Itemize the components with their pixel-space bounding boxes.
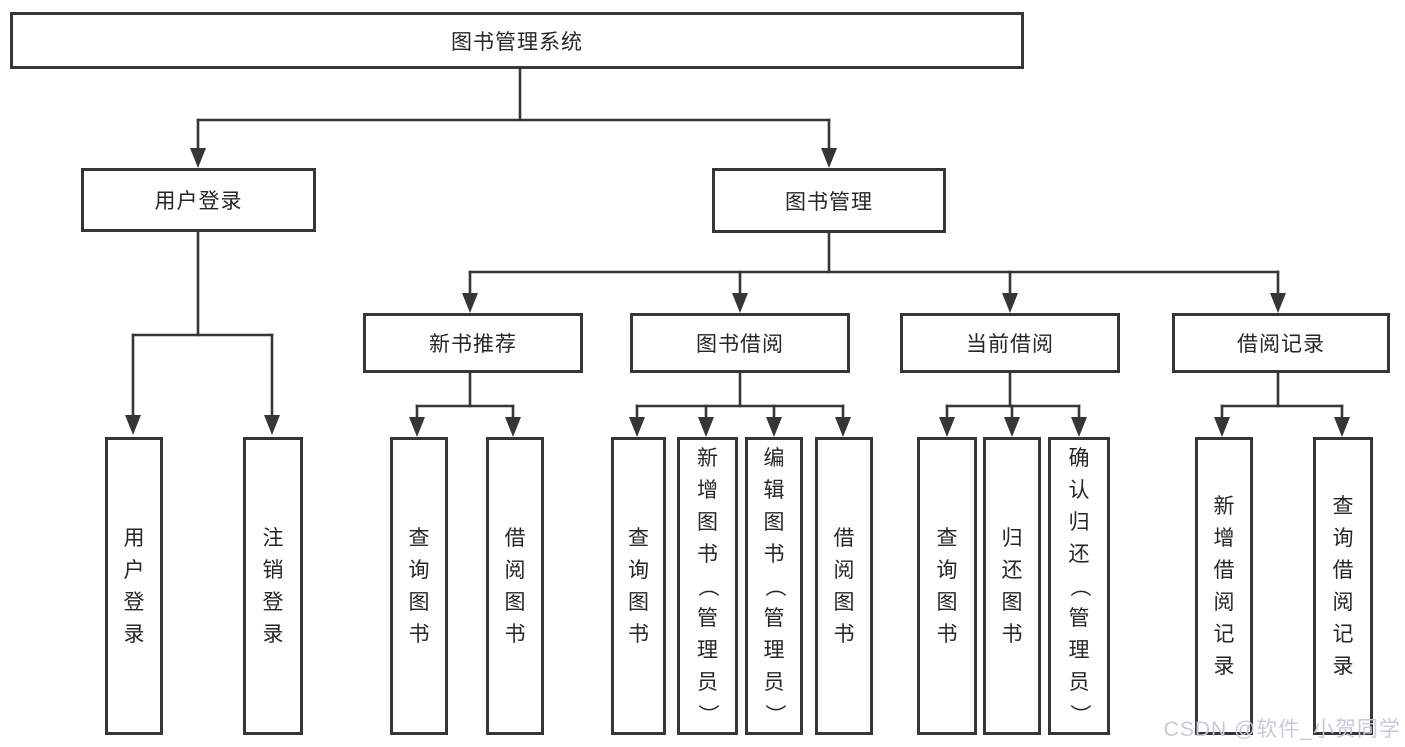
leaf-user-login: 用户登录	[105, 437, 163, 735]
node-root-label: 图书管理系统	[451, 30, 583, 54]
leaf-borrow-books-newrec-label: 借阅图书	[504, 526, 526, 646]
leaf-logout-label: 注销登录	[262, 526, 284, 646]
leaf-query-books-newrec-label: 查询图书	[408, 526, 430, 646]
leaf-query-borrow-record: 查询借阅记录	[1313, 437, 1373, 735]
leaf-query-borrow-record-label: 查询借阅记录	[1332, 494, 1354, 678]
leaf-logout: 注销登录	[243, 437, 303, 735]
node-user-login-module: 用户登录	[81, 168, 316, 232]
node-new-book-recommend: 新书推荐	[363, 313, 583, 373]
leaf-query-books-newrec: 查询图书	[390, 437, 448, 735]
node-book-management-module: 图书管理	[712, 168, 946, 233]
leaf-add-borrow-record: 新增借阅记录	[1195, 437, 1253, 735]
leaf-borrow-books-borrowing-label: 借阅图书	[833, 526, 855, 646]
leaf-return-books-label: 归还图书	[1001, 526, 1023, 646]
node-borrowing-records: 借阅记录	[1172, 313, 1390, 373]
node-book-borrowing-label: 图书借阅	[696, 333, 784, 356]
leaf-confirm-return-admin: 确认归还（管理员）	[1048, 437, 1110, 735]
leaf-borrow-books-borrowing: 借阅图书	[815, 437, 873, 735]
leaf-query-books-current: 查询图书	[917, 437, 977, 735]
node-user-login-label: 用户登录	[154, 190, 243, 213]
leaf-add-borrow-record-label: 新增借阅记录	[1213, 494, 1235, 678]
node-book-borrowing: 图书借阅	[630, 313, 850, 373]
leaf-query-books-borrowing-label: 查询图书	[628, 526, 649, 646]
leaf-query-books-borrowing: 查询图书	[611, 437, 666, 735]
arrowheads	[125, 148, 1350, 437]
leaf-user-login-label: 用户登录	[123, 526, 145, 646]
csdn-watermark: CSDN @软件_小贺同学	[1163, 718, 1401, 741]
leaf-query-books-current-label: 查询图书	[936, 526, 958, 646]
leaf-return-books: 归还图书	[983, 437, 1041, 735]
node-new-book-recommend-label: 新书推荐	[429, 333, 517, 356]
node-book-management-label: 图书管理	[785, 190, 873, 214]
leaf-add-books-admin: 新增图书（管理员）	[677, 437, 738, 735]
node-current-borrowing-label: 当前借阅	[966, 333, 1054, 356]
node-current-borrowing: 当前借阅	[900, 313, 1120, 373]
node-root-system: 图书管理系统	[10, 12, 1024, 69]
leaf-edit-books-admin: 编辑图书（管理员）	[745, 437, 803, 735]
leaf-edit-books-admin-label: 编辑图书（管理员）	[762, 446, 786, 725]
leaf-confirm-return-admin-label: 确认归还（管理员）	[1067, 446, 1091, 725]
leaf-borrow-books-newrec: 借阅图书	[486, 437, 544, 735]
node-borrowing-records-label: 借阅记录	[1237, 333, 1325, 356]
leaf-add-books-admin-label: 新增图书（管理员）	[696, 446, 719, 725]
